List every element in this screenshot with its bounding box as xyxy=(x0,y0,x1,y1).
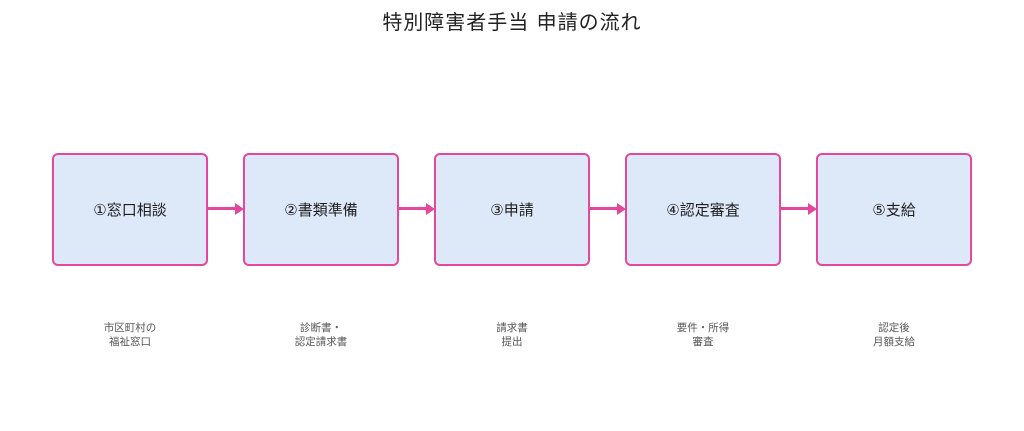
step-box-payment: ⑤支給 xyxy=(816,153,972,266)
arrow-right-icon xyxy=(399,203,435,215)
step-label: ①窓口相談 xyxy=(93,201,167,219)
step-box-consultation: ①窓口相談 xyxy=(52,153,208,266)
note-line: 福祉窓口 xyxy=(109,336,151,348)
note-line: 月額支給 xyxy=(873,336,915,348)
step-note: 診断書・ 認定請求書 xyxy=(243,321,399,349)
step-note: 市区町村の 福祉窓口 xyxy=(52,321,208,349)
step-box-application: ③申請 xyxy=(434,153,590,266)
note-line: 認定後 xyxy=(878,322,910,334)
step-label: ⑤支給 xyxy=(872,201,916,219)
step-note: 請求書 提出 xyxy=(434,321,590,349)
arrow-right-icon xyxy=(590,203,626,215)
note-line: 診断書・ xyxy=(300,322,342,334)
step-label: ②書類準備 xyxy=(284,201,358,219)
note-line: 認定請求書 xyxy=(294,336,348,348)
step-label: ④認定審査 xyxy=(666,201,740,219)
step-box-documents: ②書類準備 xyxy=(243,153,399,266)
step-box-review: ④認定審査 xyxy=(625,153,781,266)
step-note: 要件・所得 審査 xyxy=(625,321,781,349)
arrow-right-icon xyxy=(781,203,817,215)
diagram-title: 特別障害者手当 申請の流れ xyxy=(382,10,642,34)
note-line: 審査 xyxy=(692,336,714,348)
note-line: 請求書 xyxy=(496,322,528,334)
arrow-right-icon xyxy=(208,203,244,215)
step-note: 認定後 月額支給 xyxy=(816,321,972,349)
note-line: 提出 xyxy=(501,336,523,348)
step-label: ③申請 xyxy=(490,201,534,219)
note-line: 市区町村の xyxy=(103,322,157,334)
note-line: 要件・所得 xyxy=(676,322,730,334)
